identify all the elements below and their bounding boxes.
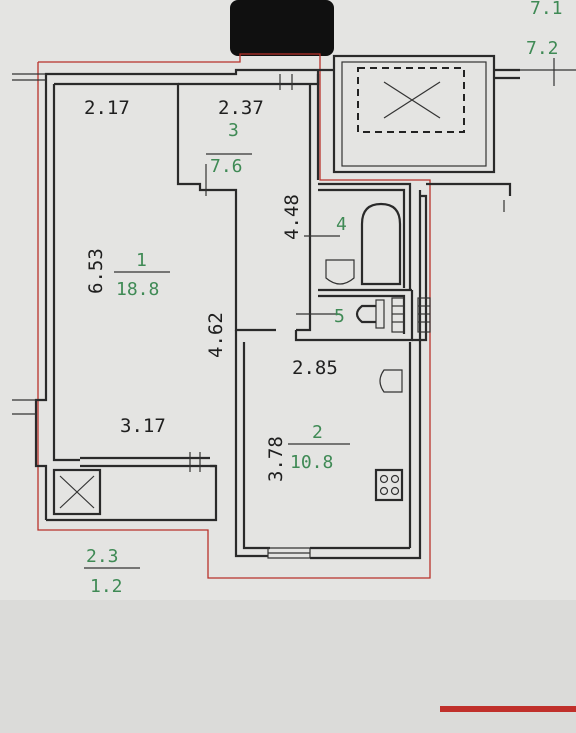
room-1-top-dimension: 2.17	[84, 97, 130, 119]
room-2-area: 10.8	[290, 452, 333, 473]
room-1-right-dimension: 4.62	[205, 312, 227, 358]
room-1-area: 18.8	[116, 279, 159, 300]
radiator-icon	[391, 297, 431, 333]
room-2-side-dimension: 3.78	[265, 436, 287, 482]
redaction-block	[230, 0, 334, 56]
room-4-number: 4	[336, 214, 347, 235]
room-3-area: 7.6	[210, 156, 243, 177]
top-right-label-b: 7.2	[526, 38, 559, 59]
top-right-label-a: 7.1	[530, 0, 563, 19]
apartment-boundary	[37, 53, 431, 579]
room-1-side-dimension: 6.53	[85, 248, 107, 294]
paper-shadow	[0, 600, 576, 733]
toilet-icon	[355, 299, 385, 329]
balcony-area: 1.2	[90, 576, 123, 597]
sink-icon	[325, 259, 355, 285]
room-2-top-dimension: 2.85	[292, 357, 338, 379]
bathtub-icon	[360, 202, 402, 286]
room-2-number: 2	[312, 422, 323, 443]
room-5-number: 5	[334, 306, 345, 327]
room-3-side-dimension: 4.48	[281, 194, 303, 240]
stove-icon	[374, 468, 404, 502]
balcony-dimension: 2.3	[86, 546, 119, 567]
ventilation-shaft	[52, 468, 102, 516]
room-3-number: 3	[228, 120, 239, 141]
room-1-number: 1	[136, 250, 147, 271]
room-3-top-dimension: 2.37	[218, 97, 264, 119]
window-marks	[12, 73, 505, 472]
room-1-bottom-dimension: 3.17	[120, 415, 166, 437]
walls	[34, 68, 512, 560]
loggia	[332, 54, 576, 174]
kitchen-sink-icon	[379, 369, 403, 393]
